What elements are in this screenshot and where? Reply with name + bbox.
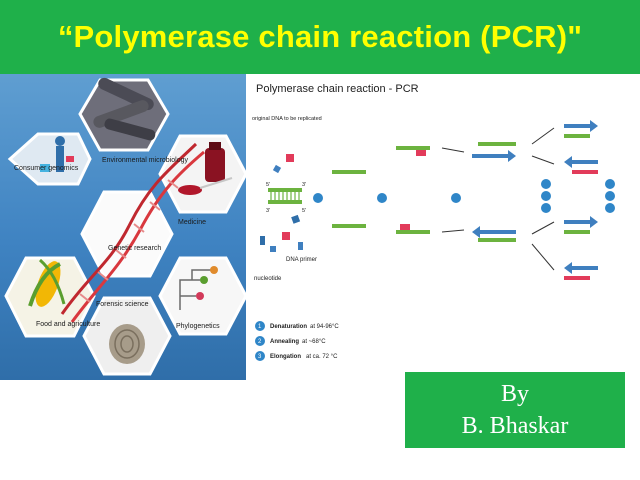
title-bar: “Polymerase chain reaction (PCR)" — [0, 0, 640, 74]
hex-medicine — [158, 134, 246, 214]
legend-step-denaturation: Denaturation — [270, 324, 307, 330]
pcr-legend: 1 2 3 Denaturation at 94-96°C Annealing … — [255, 321, 339, 361]
original-dna-strand — [268, 188, 302, 204]
author-box: By B. Bhaskar — [405, 372, 625, 448]
prime-label-3-bottom: 3' — [266, 208, 270, 214]
label-consumer-genomics: Consumer genomics — [14, 165, 79, 172]
free-nucleotides — [260, 154, 303, 252]
hexagon-collage-graphic: Consumer genomics Environmental microbio… — [4, 77, 246, 376]
step-markers — [313, 179, 615, 213]
pcr-diagram-graphic: Polymerase chain reaction - PCR original… — [252, 83, 615, 361]
applications-collage: Consumer genomics Environmental microbio… — [0, 74, 246, 380]
medicine-bottle-icon — [178, 142, 233, 195]
prime-label-3-top: 3' — [302, 182, 306, 188]
legend-temp-annealing: at ~68°C — [302, 339, 326, 345]
corn-icon — [28, 258, 66, 307]
legend-step-annealing: Annealing — [270, 339, 299, 345]
label-forensic-science: Forensic science — [96, 301, 149, 308]
phylogenetic-tree-icon — [179, 266, 218, 310]
pcr-diagram: Polymerase chain reaction - PCR original… — [246, 74, 640, 370]
legend-temp-elongation: at ca. 72 °C — [306, 354, 338, 360]
prime-label-5-bottom: 5' — [302, 208, 306, 214]
legend-num-3: 3 — [258, 354, 262, 360]
author-name: B. Bhaskar — [461, 413, 569, 439]
legend-step-elongation: Elongation — [270, 354, 301, 360]
author-by: By — [500, 381, 529, 407]
denatured-strands — [332, 170, 366, 228]
label-phylogenetics: Phylogenetics — [176, 323, 220, 330]
person-figure-icon — [56, 146, 64, 172]
prime-label-5-top: 5' — [266, 182, 270, 188]
hex-consumer-genomics — [7, 132, 92, 186]
elongated-strands — [472, 142, 516, 242]
slide-title: “Polymerase chain reaction (PCR)" — [57, 19, 583, 54]
dna-primer-label: DNA primer — [286, 257, 317, 263]
dna-helix-icon — [60, 142, 205, 323]
original-dna-label: original DNA to be replicated — [252, 116, 322, 122]
process-arrows — [441, 127, 555, 271]
label-environmental-microbiology: Environmental microbiology — [102, 157, 188, 164]
fingerprint-icon — [109, 324, 145, 364]
legend-num-1: 1 — [258, 324, 262, 330]
label-food-agriculture: Food and agriculture — [36, 321, 100, 328]
pcr-diagram-title: Polymerase chain reaction - PCR — [256, 83, 419, 95]
label-medicine: Medicine — [178, 219, 206, 226]
annealed-strands — [396, 146, 430, 234]
hex-genetic-research — [80, 190, 174, 278]
amplified-products — [564, 120, 598, 280]
legend-num-2: 2 — [258, 339, 262, 345]
bacteria-icon — [93, 77, 156, 141]
label-genetic-research: Genetic research — [108, 245, 161, 252]
nucleotide-label: nucleotide — [254, 276, 282, 282]
legend-temp-denaturation: at 94-96°C — [310, 324, 339, 330]
